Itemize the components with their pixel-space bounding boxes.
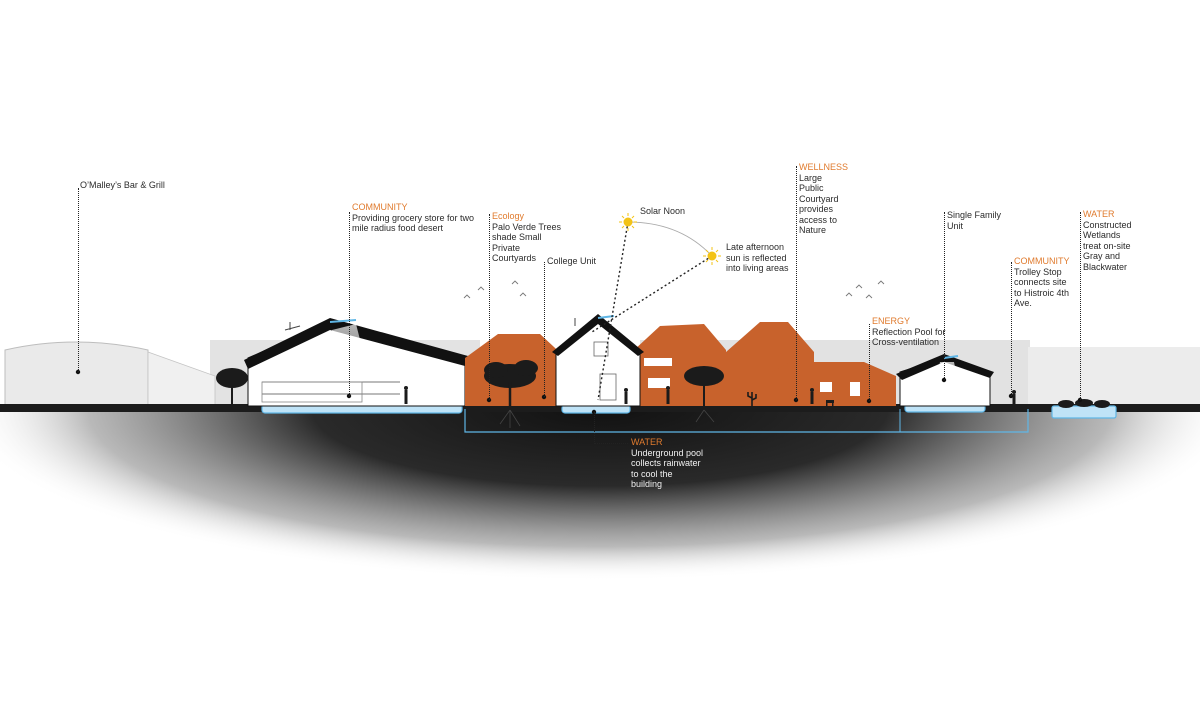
leader-community-grocery bbox=[349, 212, 350, 396]
omalleys-label: O’Malley’s Bar & Grill bbox=[80, 180, 165, 190]
ecology-text: Palo Verde Trees shade Small Private Cou… bbox=[492, 221, 562, 264]
community-grocery-category: COMMUNITY bbox=[352, 202, 408, 212]
annotation-community-trolley: COMMUNITY Trolley Stop connects site to … bbox=[1014, 256, 1072, 309]
single-family-unit bbox=[896, 354, 994, 407]
annotation-college-unit: College Unit bbox=[547, 256, 607, 267]
tree-icon bbox=[684, 366, 724, 406]
person-icon bbox=[666, 386, 670, 404]
trees bbox=[216, 360, 724, 406]
sun-icon bbox=[703, 247, 721, 265]
college-unit-label: College Unit bbox=[547, 256, 597, 266]
dog-icon bbox=[826, 400, 834, 406]
bird-icon bbox=[511, 280, 519, 285]
annotation-single-family: Single Family Unit bbox=[947, 210, 1003, 231]
annotation-water-pool: WATER Underground pool collects rainwate… bbox=[631, 437, 705, 490]
noon-sun-ray bbox=[597, 221, 629, 401]
leader-energy bbox=[869, 324, 870, 401]
annotation-ecology: Ecology Palo Verde Trees shade Small Pri… bbox=[492, 211, 562, 264]
sun-path-arc bbox=[627, 221, 713, 257]
cactus-icon bbox=[747, 392, 757, 406]
afternoon-sun-ray bbox=[591, 255, 713, 333]
water-pool-text: Underground pool collects rainwater to c… bbox=[631, 447, 704, 490]
afternoon-sun-text: Late afternoon sun is reflected into liv… bbox=[726, 242, 789, 273]
birds bbox=[463, 280, 885, 299]
underground-water-line bbox=[464, 409, 1029, 433]
omalleys-building bbox=[4, 341, 149, 407]
grocery-store bbox=[244, 318, 468, 407]
leader-water-pool bbox=[594, 412, 595, 444]
leader-endpoints bbox=[75, 369, 1083, 415]
water-pool-category: WATER bbox=[631, 437, 663, 447]
energy-category: ENERGY bbox=[872, 316, 911, 326]
person-icon bbox=[404, 386, 408, 404]
wellness-text: Large Public Courtyard provides access t… bbox=[799, 172, 839, 236]
wetland-plants bbox=[1058, 399, 1110, 408]
annotation-community-grocery: COMMUNITY Providing grocery store for tw… bbox=[352, 202, 482, 234]
person-icon bbox=[624, 388, 628, 404]
annotation-omalleys: O’Malley’s Bar & Grill bbox=[80, 180, 200, 191]
annotation-wellness: WELLNESS Large Public Courtyard provides… bbox=[799, 162, 849, 236]
ecology-category: Ecology bbox=[492, 211, 525, 221]
annotation-solar-noon: Solar Noon bbox=[640, 206, 700, 217]
water-wetlands-text: Constructed Wetlands treat on-site Gray … bbox=[1083, 219, 1132, 272]
leader-water-wetlands bbox=[1080, 212, 1081, 400]
ground-mass bbox=[0, 404, 1200, 728]
brick-buildings bbox=[465, 322, 896, 406]
community-trolley-text: Trolley Stop connects site to Histroic 4… bbox=[1014, 266, 1070, 309]
community-trolley-category: COMMUNITY bbox=[1014, 256, 1070, 266]
annotation-water-wetlands: WATER Constructed Wetlands treat on-site… bbox=[1083, 209, 1135, 272]
person-icon bbox=[810, 388, 814, 404]
water-wetlands-category: WATER bbox=[1083, 209, 1115, 219]
annotation-afternoon-sun: Late afternoon sun is reflected into liv… bbox=[726, 242, 792, 274]
tree-icon bbox=[216, 368, 248, 406]
bird-icon bbox=[519, 292, 527, 297]
leader-community-trolley bbox=[1011, 262, 1012, 396]
sun-icon bbox=[619, 213, 637, 231]
leader-omalleys bbox=[78, 188, 79, 372]
bird-icon bbox=[877, 280, 885, 285]
community-grocery-text: Providing grocery store for two mile rad… bbox=[352, 212, 475, 234]
leader-water-pool-horizontal bbox=[594, 443, 628, 444]
leader-wellness bbox=[796, 166, 797, 400]
tree-icon bbox=[484, 360, 538, 406]
college-unit bbox=[552, 314, 644, 407]
bird-icon bbox=[865, 294, 873, 299]
bird-icon bbox=[855, 284, 863, 289]
tree-roots bbox=[499, 409, 715, 428]
single-family-label: Single Family Unit bbox=[947, 210, 1002, 231]
wetland-basin bbox=[1051, 405, 1117, 419]
bird-icon bbox=[463, 294, 471, 299]
solar-noon-label: Solar Noon bbox=[640, 206, 686, 216]
bird-icon bbox=[845, 292, 853, 297]
annotation-energy: ENERGY Reflection Pool for Cross-ventila… bbox=[872, 316, 952, 348]
leader-ecology bbox=[489, 214, 490, 400]
energy-text: Reflection Pool for Cross-ventilation bbox=[872, 326, 946, 348]
wellness-category: WELLNESS bbox=[799, 162, 849, 172]
bird-icon bbox=[477, 286, 485, 291]
leader-college-unit bbox=[544, 262, 545, 397]
leader-single-family bbox=[944, 212, 945, 380]
person-icon bbox=[1012, 390, 1016, 404]
people bbox=[404, 386, 1016, 406]
